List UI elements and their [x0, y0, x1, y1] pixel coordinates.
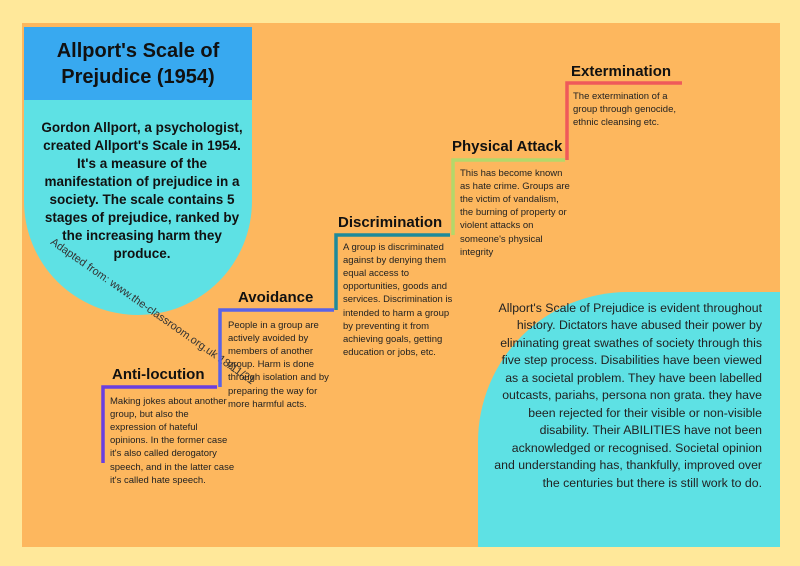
step-line-physical-attack	[451, 158, 565, 235]
poster-title: Allport's Scale of Prejudice (1954)	[24, 27, 252, 100]
intro-blob	[24, 100, 252, 315]
staircase-diagram	[101, 81, 682, 463]
stage-desc-extermination: The extermination of a group through gen…	[573, 91, 676, 129]
stage-desc-avoidance: People in a group are actively avoided b…	[228, 320, 329, 410]
step-line-anti-locution	[101, 385, 217, 463]
step-line-extermination	[565, 81, 682, 160]
history-blob	[478, 292, 780, 547]
stage-heading-avoidance: Avoidance	[238, 289, 314, 306]
history-text: Allport's Scale of Prejudice is evident …	[494, 301, 762, 490]
stage-heading-anti-locution: Anti-locution	[112, 366, 205, 383]
stage-desc-physical-attack: This has become known as hate crime. Gro…	[460, 168, 570, 258]
stage-desc-anti-locution: Making jokes about another group, but al…	[110, 396, 235, 486]
step-line-avoidance	[218, 308, 334, 387]
poster-panel: Allport's Scale of Prejudice (1954) Gord…	[22, 23, 780, 547]
stage-heading-discrimination: Discrimination	[338, 214, 443, 231]
intro-text: Gordon Allport, a psychologist, created …	[41, 120, 243, 261]
step-line-discrimination	[334, 233, 450, 310]
stage-desc-discrimination: A group is discriminated against by deny…	[343, 242, 453, 358]
stage-heading-physical-attack: Physical Attack	[452, 138, 563, 155]
stage-heading-extermination: Extermination	[571, 63, 672, 80]
